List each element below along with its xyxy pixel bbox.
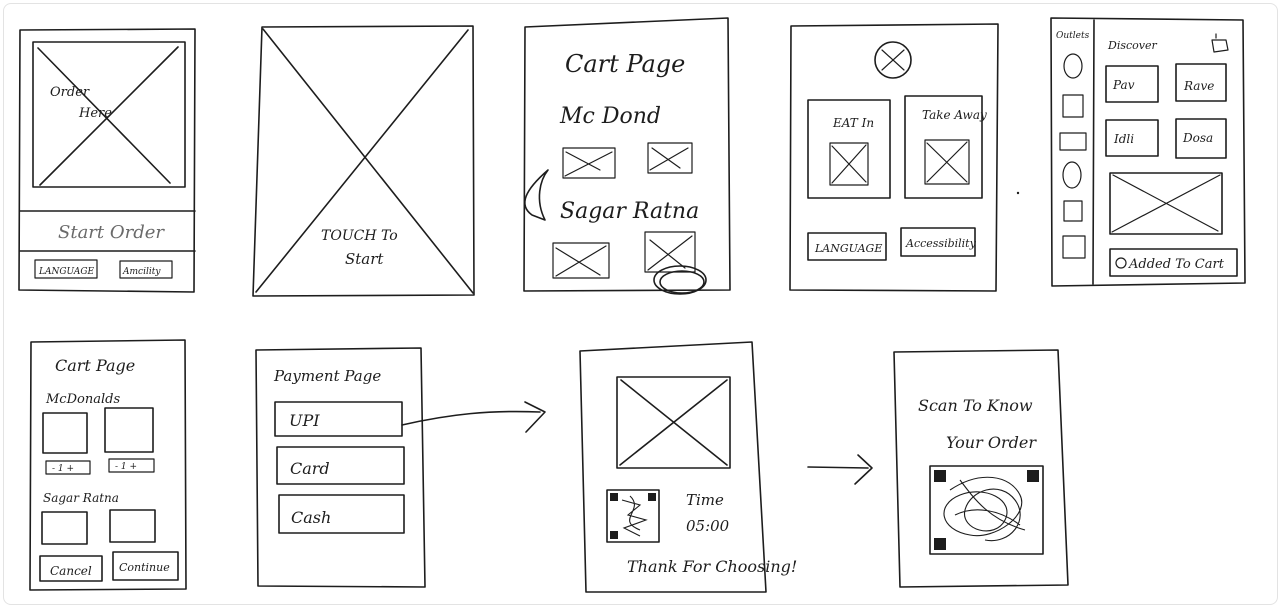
order-text-2: Here [78,106,112,121]
restaurant-2-label: Sagar Ratna [43,491,119,505]
cart-item-image [41,511,88,545]
confirmation-image-placeholder [616,376,731,469]
screen-payment: Payment Page UPI Card Cash [255,347,426,588]
outlet-item[interactable] [1062,94,1084,118]
screen-touch-to-start: TOUCH To Start [252,25,475,297]
cancel-button-label: Cancel [50,564,92,578]
quantity-stepper[interactable] [108,458,155,473]
hero-image-placeholder [32,41,186,188]
upi-option[interactable] [274,401,403,437]
continue-button-label: Continue [119,561,170,574]
outlet-item[interactable] [1063,53,1083,79]
screen-eat-or-takeaway: EAT In Take Away LANGUAGE Accessibility [789,23,1020,292]
menu-tile[interactable] [1175,118,1227,159]
quantity-stepper[interactable] [45,460,91,475]
discover-title: Discover [1107,39,1157,52]
menu-tile[interactable] [1175,63,1227,102]
thanks-message: Thank For Choosing! [627,557,797,576]
language-button-label: LANGUAGE [38,267,95,277]
language-button[interactable] [807,232,887,261]
cart-item-image [109,509,156,543]
cash-option[interactable] [278,494,405,534]
logo-placeholder [874,41,912,79]
outlet-item[interactable] [1063,200,1083,222]
order-text-1: Order [50,85,90,100]
start-order-button[interactable]: Start Order [58,222,165,243]
menu-tile-label: Dosa [1182,131,1213,145]
scan-title-2: Your Order [946,433,1037,452]
outlet-item[interactable] [1059,132,1087,151]
eat-in-label: EAT In [832,116,874,130]
cart-count-icon [1115,257,1127,269]
restaurant-2-label: Sagar Ratna [560,199,699,224]
cart-title: Cart Page [565,50,685,78]
banner-placeholder [1109,172,1223,235]
added-to-cart-button[interactable] [1109,248,1238,277]
payment-option-label: Card [290,459,330,478]
scan-qr-code [929,465,1044,555]
eat-in-option[interactable] [807,99,891,199]
cart-detail-title: Cart Page [55,356,135,375]
flow-arrow [401,401,546,433]
qr-code [606,489,660,543]
payment-option-label: Cash [291,508,331,527]
flow-arrow [807,454,873,485]
screen-cart-detail: Cart Page McDonalds - 1 + - 1 + Sagar Ra… [29,339,187,591]
payment-title: Payment Page [273,367,381,385]
stepper-label: - 1 + [52,464,74,474]
cancel-button[interactable] [39,555,103,582]
scan-title-1: Scan To Know [918,396,1033,415]
screen-scan: Scan To Know Your Order [893,349,1069,588]
cart-item-image[interactable] [552,242,610,279]
language-button-label: LANGUAGE [814,242,882,255]
screen-confirmation: Time 05:00 Thank For Choosing! [579,341,797,593]
added-to-cart-label: Added To Cart [1128,257,1225,272]
take-away-option[interactable] [904,95,983,199]
accessibility-button[interactable] [119,260,173,279]
language-button[interactable] [34,259,98,279]
touch-text-2[interactable]: Start [345,250,384,268]
restaurant-1-label: McDonalds [45,392,120,407]
card-option[interactable] [276,446,405,485]
cart-icon[interactable] [1211,33,1229,53]
stepper-label: - 1 + [115,462,137,472]
menu-tile[interactable] [1105,65,1159,103]
cart-item-image[interactable] [647,142,693,174]
restaurant-1-label: Mc Dond [559,104,661,129]
time-value: 05:00 [686,517,730,535]
screen-menu: Outlets Discover Pav Rave Idli Dosa Adde… [1050,17,1246,287]
accessibility-button-label: Amcility [122,267,161,277]
cart-item-image [104,407,154,453]
cart-item-image[interactable] [562,147,616,179]
screen-start-order: Order Here Start Order LANGUAGE Amcility [18,28,196,293]
outlets-title: Outlets [1056,31,1090,41]
continue-button[interactable] [112,551,179,581]
accessibility-button[interactable] [900,227,976,257]
payment-option-label: UPI [289,411,320,430]
menu-tile-label: Rave [1183,79,1214,93]
menu-tile-label: Idli [1113,132,1134,146]
accessibility-button-label: Accessibility [905,237,977,250]
menu-tile[interactable] [1105,119,1159,157]
outlet-item[interactable] [1062,161,1082,189]
touch-text-1[interactable]: TOUCH To [321,228,398,244]
menu-tile-label: Pav [1112,78,1135,92]
cart-item-image [42,412,88,454]
time-label: Time [686,491,724,509]
screen-cart-top: Cart Page Mc Dond Sagar Ratna [523,17,731,295]
outlet-item[interactable] [1062,235,1086,259]
take-away-label: Take Away [922,108,987,122]
